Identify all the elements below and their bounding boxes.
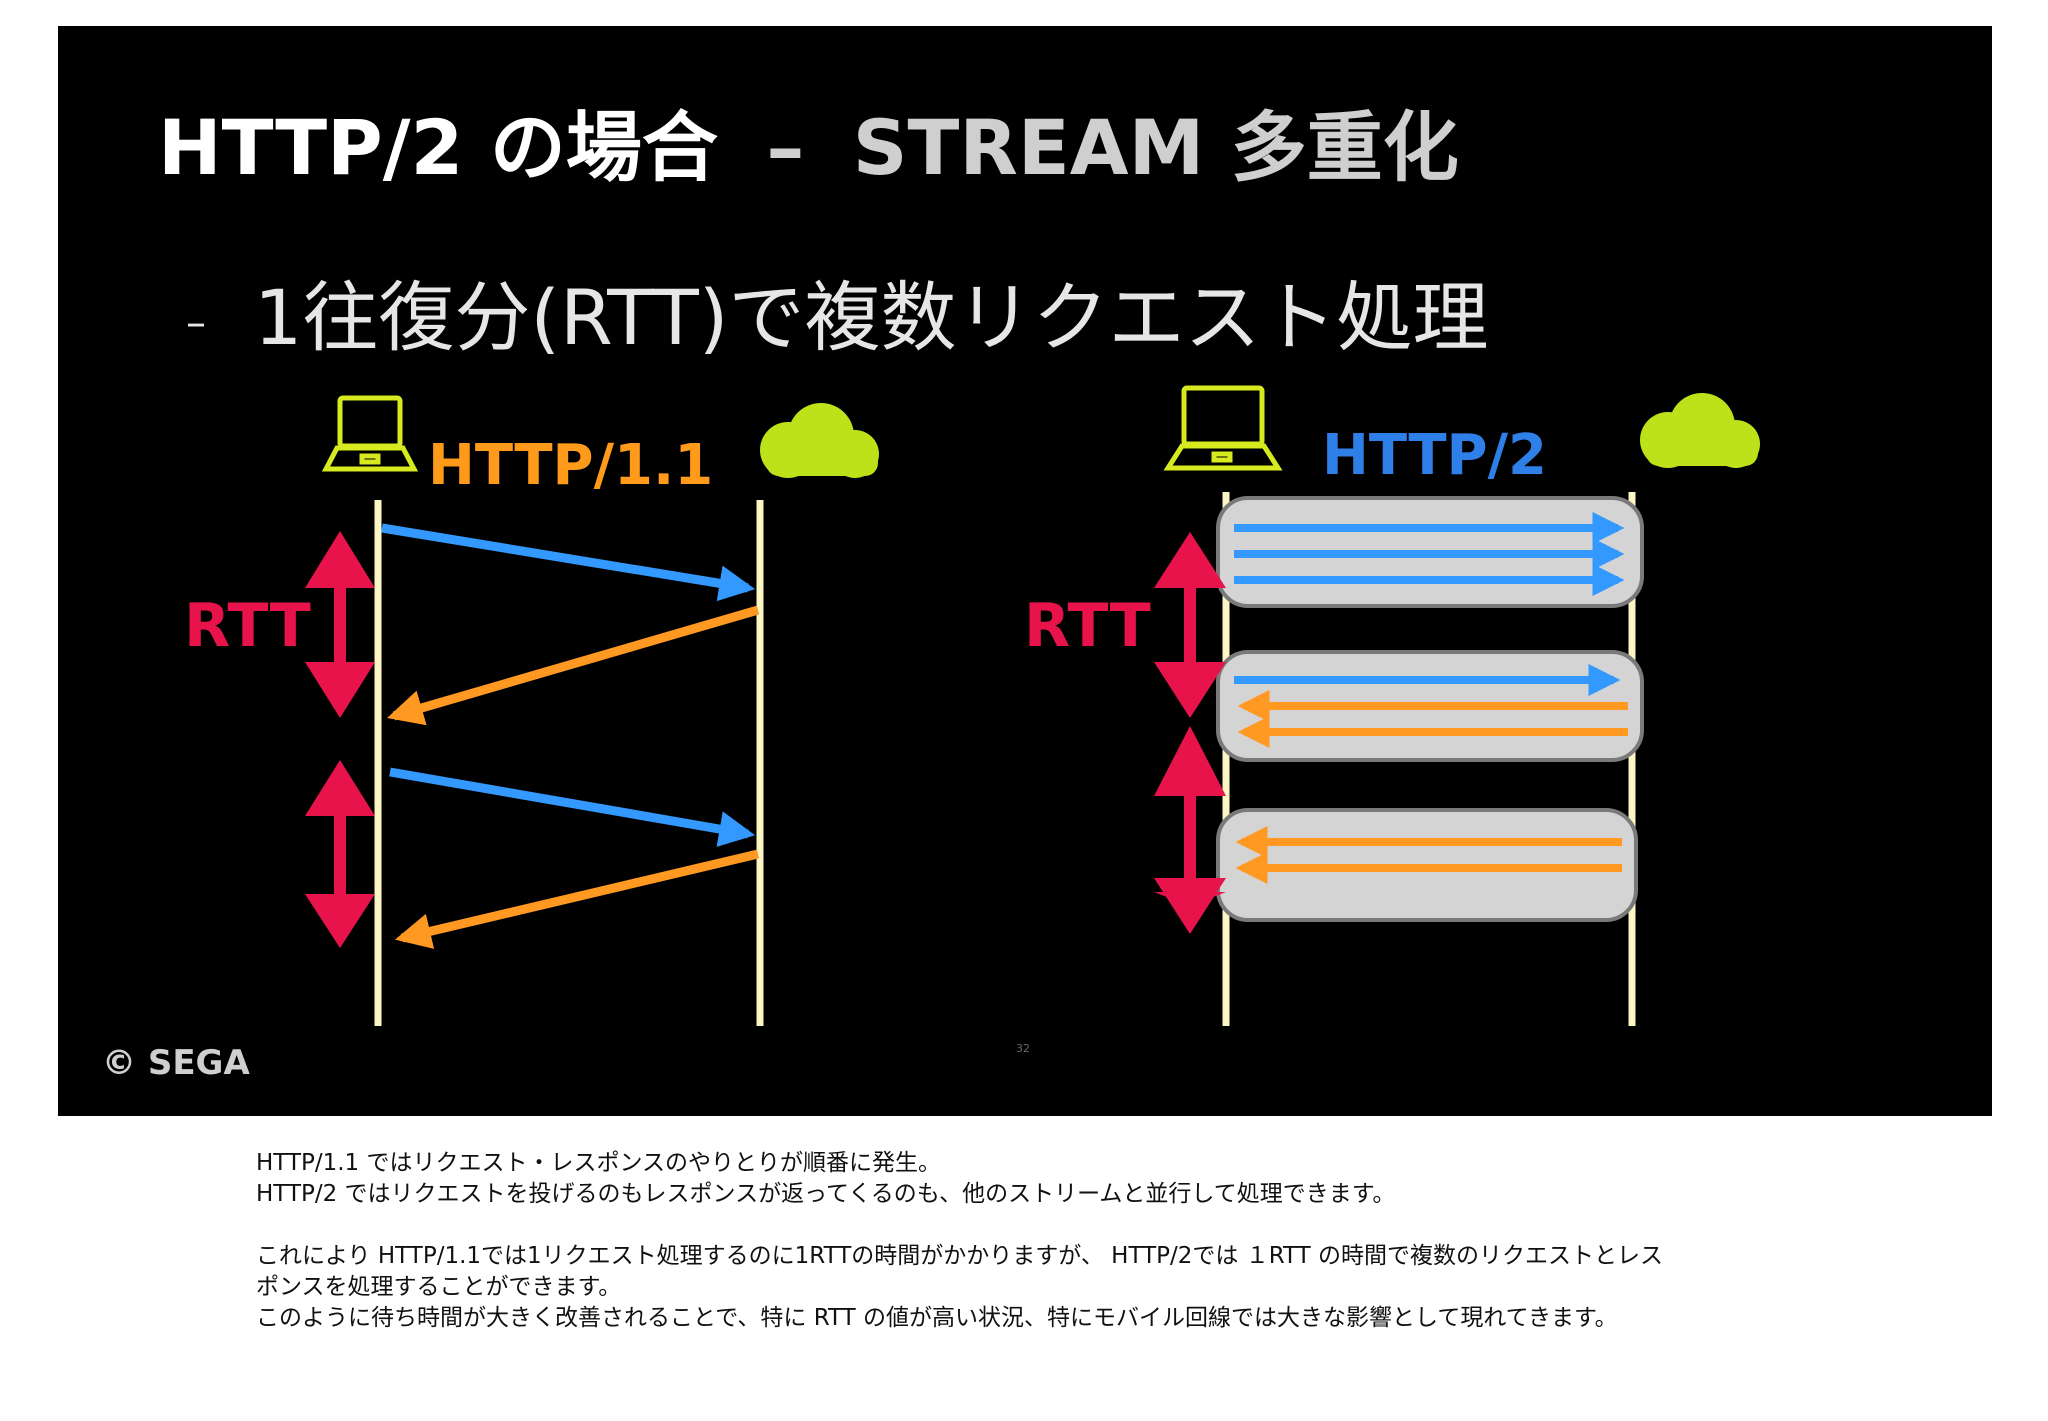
notes-line: これにより HTTP/1.1では1リクエスト処理するのに1RTTの時間がかかりま… <box>256 1243 1664 1269</box>
title-part2: STREAM 多重化 <box>853 103 1459 192</box>
cloud-icon <box>760 403 879 478</box>
rtt-label-right: RTT <box>1024 591 1151 661</box>
rtt-double-arrow-left-1 <box>305 531 375 718</box>
speaker-notes: HTTP/1.1 ではリクエスト・レスポンスのやりとりが順番に発生。 HTTP/… <box>256 1148 1856 1334</box>
request-arrow-1 <box>381 523 756 602</box>
response-arrow-2 <box>394 849 760 949</box>
laptop-icon <box>321 395 419 472</box>
notes-line: このように待ち時間が大きく改善されることで、特に RTT の値が高い状況、特にモ… <box>256 1305 1618 1331</box>
bullet-text: 1往復分(RTT)で複数リクエスト処理 <box>254 273 1488 362</box>
slide: HTTP/2 の場合 – STREAM 多重化 – 1往復分(RTT)で複数リク… <box>58 26 1992 1116</box>
notes-gap <box>256 1210 1856 1241</box>
notes-line: HTTP/2 ではリクエストを投げるのもレスポンスが返ってくるのも、他のストリー… <box>256 1181 1396 1207</box>
http2-label: HTTP/2 <box>1322 423 1547 488</box>
bullet-marker: – <box>186 300 206 346</box>
http11-label: HTTP/1.1 <box>428 433 713 498</box>
title-dash: – <box>766 103 804 192</box>
notes-line: ポンスを処理することができます。 <box>256 1274 622 1300</box>
slide-title: HTTP/2 の場合 – STREAM 多重化 <box>158 103 1459 192</box>
request-arrow-2 <box>389 767 756 847</box>
copyright: © SEGA <box>102 1043 250 1083</box>
laptop-icon <box>1163 385 1283 471</box>
cloud-icon <box>1640 393 1760 468</box>
notes-line: HTTP/1.1 ではリクエスト・レスポンスのやりとりが順番に発生。 <box>256 1150 942 1176</box>
rtt-double-arrow-left-2 <box>305 760 375 948</box>
page-number: 32 <box>1016 1042 1030 1055</box>
title-part1: HTTP/2 の場合 <box>158 103 718 192</box>
slide-canvas: HTTP/2 の場合 – STREAM 多重化 – 1往復分(RTT)で複数リク… <box>102 103 1760 1083</box>
rtt-double-arrow-right-1 <box>1154 532 1226 718</box>
rtt-double-arrow-right-2 <box>1154 726 1226 934</box>
rtt-label-left: RTT <box>184 591 311 661</box>
response-arrow-1 <box>387 605 760 726</box>
